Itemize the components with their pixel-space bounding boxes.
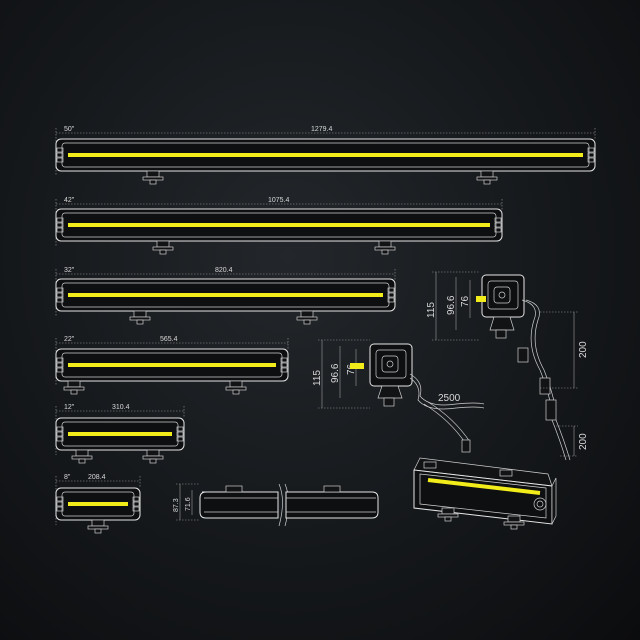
- bar-12-size-label: 12": [64, 404, 75, 411]
- bracket-view-1-drawing: 115 96.6 76 200 200: [426, 271, 589, 461]
- bracket-1-total-height-label: 115: [426, 302, 437, 318]
- bracket-view-2-drawing: 115 96.6 76 2500: [312, 339, 485, 453]
- bar-50-mount-foot: [476, 170, 498, 185]
- perspective-bar-drawing: [413, 457, 557, 530]
- bar-12-drawing: 12" 310.4: [55, 404, 185, 464]
- perspective-bar-beam: [427, 478, 541, 495]
- bar-50-size-label: 50": [64, 126, 75, 133]
- side-body-height-label: 71.6: [185, 497, 192, 511]
- bar-22-drawing: 22" 565.4: [55, 336, 289, 395]
- bar-12-length-label: 310.4: [112, 404, 130, 411]
- side-body-left: [199, 491, 279, 519]
- bar-42-size-label: 42": [64, 197, 75, 204]
- bar-32-mount-foot: [129, 310, 151, 325]
- bar-8-mount-foot: [87, 519, 109, 534]
- bracket-1-body-height-label: 76: [460, 295, 471, 307]
- bar-22-mount-foot: [63, 380, 85, 395]
- bracket-1-cable-drop-label: 200: [578, 341, 589, 358]
- bar-42-mount-foot: [152, 240, 174, 255]
- bracket-2-mid-height-label: 96.6: [330, 363, 341, 383]
- bar-50-mount-foot: [142, 170, 164, 185]
- bar-32-length-label: 820.4: [215, 267, 233, 274]
- bar-42-beam: [68, 223, 490, 227]
- bar-8-length-label: 208.4: [88, 474, 106, 481]
- bar-22-mount-foot: [225, 380, 247, 395]
- side-total-height-label: 87.3: [173, 498, 180, 512]
- bracket-2-total-height-label: 115: [312, 370, 323, 386]
- bracket-1-cable-end-label: 200: [578, 433, 589, 450]
- bracket-2-body-height-label: 76: [346, 363, 357, 375]
- bar-42-length-label: 1075.4: [268, 197, 290, 204]
- bar-22-beam: [68, 363, 276, 367]
- bar-32-beam: [68, 293, 383, 297]
- side-body-right: [285, 491, 379, 519]
- bar-50-drawing: 50" 1279.4: [55, 126, 596, 185]
- bracket-1-beam-edge: [476, 296, 486, 302]
- bar-22-length-label: 565.4: [160, 336, 178, 343]
- bar-12-mount-foot: [142, 449, 164, 464]
- bar-8-drawing: 8" 208.4: [55, 474, 141, 534]
- side-view-drawing: 87.3 71.6: [173, 483, 379, 527]
- bar-12-mount-foot: [71, 449, 93, 464]
- bar-12-beam: [68, 432, 172, 436]
- bracket-2-cable-length-label: 2500: [438, 393, 461, 404]
- bar-32-drawing: 32" 820.4: [55, 267, 396, 325]
- bracket-2-cable: [409, 373, 485, 406]
- bar-8-size-label: 8": [64, 474, 71, 481]
- bar-32-mount-foot: [296, 310, 318, 325]
- bar-42-drawing: 42" 1075.4: [55, 197, 503, 255]
- bracket-1-mid-height-label: 96.6: [446, 295, 457, 315]
- bar-32-size-label: 32": [64, 267, 75, 274]
- bar-50-beam: [68, 153, 583, 157]
- bar-22-size-label: 22": [64, 336, 75, 343]
- bracket-2-beam-edge: [350, 363, 364, 369]
- bar-8-beam: [68, 502, 128, 506]
- bar-50-length-label: 1279.4: [311, 126, 333, 133]
- bar-42-mount-foot: [374, 240, 396, 255]
